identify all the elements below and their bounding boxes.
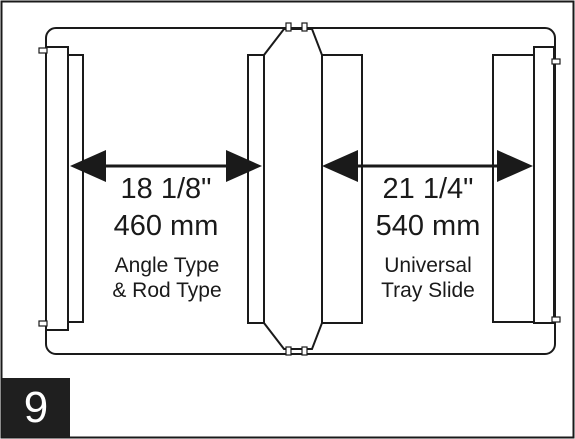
- right-arrowhead-right: [497, 150, 533, 182]
- center-top-clip-left: [285, 22, 292, 32]
- left-dimension-metric: 460 mm: [113, 210, 219, 242]
- center-top-clip-right: [301, 22, 308, 32]
- left-top-clip: [38, 47, 48, 54]
- center-right-rail: [321, 54, 363, 324]
- center-bottom-clip-left: [285, 346, 292, 356]
- right-arrowhead-left: [322, 150, 358, 182]
- right-type-line2: Tray Slide: [381, 279, 475, 302]
- left-dimension-imperial: 18 1/8": [120, 173, 212, 205]
- left-arrowhead-left: [70, 150, 106, 182]
- step-number-badge: 9: [2, 378, 70, 437]
- left-arrowhead-right: [226, 150, 262, 182]
- center-left-rail: [247, 54, 265, 324]
- right-slide-rail: [492, 54, 535, 323]
- right-top-clip: [551, 58, 561, 65]
- right-bottom-clip: [551, 316, 561, 323]
- center-bottom-clip-right: [301, 346, 308, 356]
- left-type-line2: & Rod Type: [112, 279, 222, 302]
- center-divider: [263, 28, 323, 350]
- left-type-line1: Angle Type: [114, 254, 220, 277]
- right-type-line1: Universal: [384, 254, 472, 277]
- left-bottom-clip: [38, 320, 48, 327]
- right-side-panel: [533, 46, 555, 324]
- right-dimension-metric: 540 mm: [375, 210, 481, 242]
- left-side-panel: [45, 46, 69, 331]
- left-slide-rail: [67, 54, 84, 323]
- right-dimension-imperial: 21 1/4": [382, 173, 474, 205]
